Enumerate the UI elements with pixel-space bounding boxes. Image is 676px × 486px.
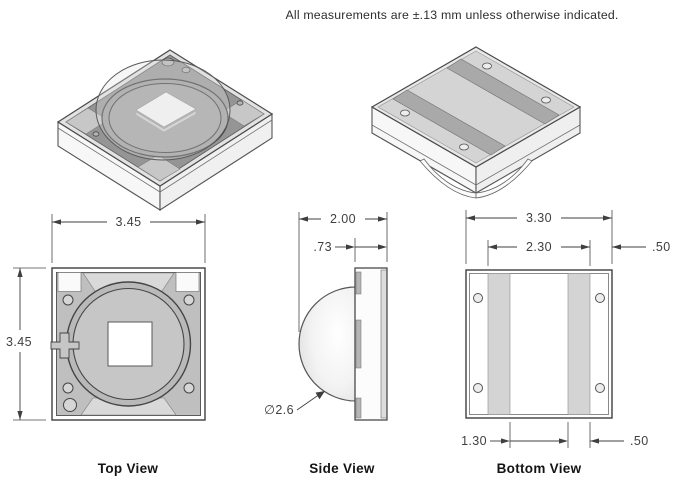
bottom-view-inner-outline	[469, 273, 609, 415]
bottom-view-padspan-value: 2.30	[526, 240, 552, 254]
top-view-width-dimension: 3.45	[51, 214, 206, 263]
bottom-view-padwidth-value: .50	[630, 434, 649, 448]
side-view-body-value: .73	[313, 240, 332, 254]
iso-dome-bulge-right	[475, 158, 533, 199]
side-view-diameter-value: ∅2.6	[264, 403, 294, 417]
bottom-view: 3.30 2.30 .50	[461, 210, 671, 476]
top-view-width-value: 3.45	[116, 215, 142, 229]
side-view-body-dimension: .73	[313, 238, 387, 262]
side-view-solder-layer	[380, 269, 387, 419]
iso-top-parting-line	[57, 119, 273, 193]
side-view-lens-dome	[298, 286, 357, 402]
bottom-view-overall-dimension: 3.30	[465, 210, 613, 264]
top-view-notch-left	[57, 272, 82, 292]
bottom-view-pad-strip-left	[487, 273, 511, 415]
bottom-view-label: Bottom View	[497, 461, 582, 476]
isometric-top-view	[56, 49, 274, 212]
top-view: 3.45 3.45	[6, 214, 206, 476]
bottom-view-right-margin-value: .50	[652, 240, 671, 254]
tolerance-note: All measurements are ±.13 mm unless othe…	[285, 8, 618, 22]
side-view: 2.00 .73	[264, 212, 388, 476]
iso-bottom-face-inner	[377, 50, 575, 164]
iso-solder-pad-1	[392, 89, 506, 156]
side-view-diameter-callout: ∅2.6	[264, 391, 325, 417]
top-view-fiducials	[62, 294, 195, 412]
top-view-height-dimension: 3.45	[6, 267, 46, 421]
bottom-view-pad-strip-right	[567, 273, 591, 415]
top-view-label: Top View	[98, 461, 159, 476]
top-view-cathode-marker	[50, 332, 80, 359]
side-view-overall-dimension: 2.00	[298, 212, 388, 332]
iso-die-top	[135, 91, 197, 128]
isometric-bottom-view	[370, 46, 582, 199]
iso-bottom-vias	[400, 62, 551, 151]
top-view-height-value: 3.45	[6, 335, 32, 349]
iso-lens-dome	[95, 59, 231, 161]
bottom-view-padspan-dimension: 2.30 .50	[487, 240, 671, 266]
side-view-overall-value: 2.00	[330, 212, 356, 226]
side-view-substrate-segments	[355, 271, 362, 419]
iso-bottom-parting-line	[371, 124, 581, 186]
iso-die-edge	[135, 110, 197, 133]
side-view-label: Side View	[309, 461, 375, 476]
bottom-view-overall-value: 3.30	[526, 211, 552, 225]
top-view-notch-right	[175, 272, 200, 292]
bottom-view-centerpad-dimension: 1.30 .50	[461, 422, 649, 448]
bottom-view-centerpad-value: 1.30	[461, 434, 487, 448]
iso-solder-pad-2	[446, 58, 560, 125]
top-view-die	[107, 321, 153, 367]
bottom-view-vias	[473, 293, 605, 393]
